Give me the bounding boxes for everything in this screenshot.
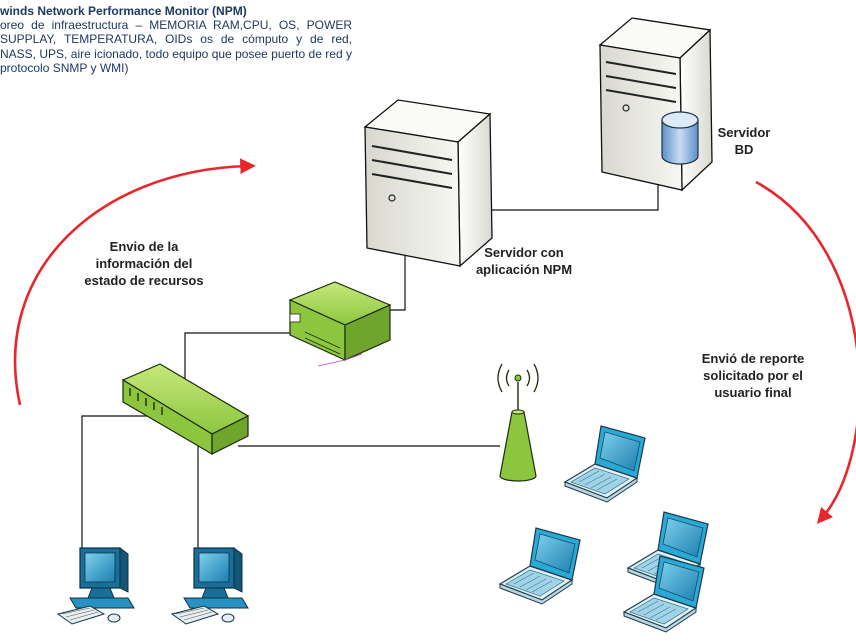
wireless-ap-icon xyxy=(497,363,539,482)
description-title: winds Network Performance Monitor (NPM) xyxy=(0,4,247,18)
database-icon xyxy=(661,111,699,165)
app-server-label: Servidor con aplicación NPM xyxy=(475,245,573,277)
network-links xyxy=(81,162,659,553)
laptop-icon xyxy=(499,527,581,605)
description-text: oreo de infraestructura – MEMORIA RAM,CP… xyxy=(0,18,352,75)
app-server-icon xyxy=(363,99,493,268)
arrow-send-info xyxy=(13,158,256,406)
db-server-icon xyxy=(598,17,713,192)
switch-icon xyxy=(121,363,250,456)
link-switch-to-pc1 xyxy=(81,415,150,553)
laptop-icon xyxy=(564,425,646,503)
desktop-pc-icon xyxy=(57,547,135,625)
router-icon xyxy=(288,281,392,367)
desktop-pc-icon xyxy=(171,547,249,625)
db-server-label: Servidor BD xyxy=(717,125,771,157)
link-app-to-router xyxy=(382,255,406,311)
send-report-label: Envió de reporte solicitado por el usuar… xyxy=(701,351,805,400)
link-router-to-switch xyxy=(184,332,290,380)
arrow-send-report xyxy=(755,180,856,524)
description-block: winds Network Performance Monitor (NPM) … xyxy=(0,4,352,75)
send-info-label: Envio de la información del estado de re… xyxy=(84,239,204,288)
